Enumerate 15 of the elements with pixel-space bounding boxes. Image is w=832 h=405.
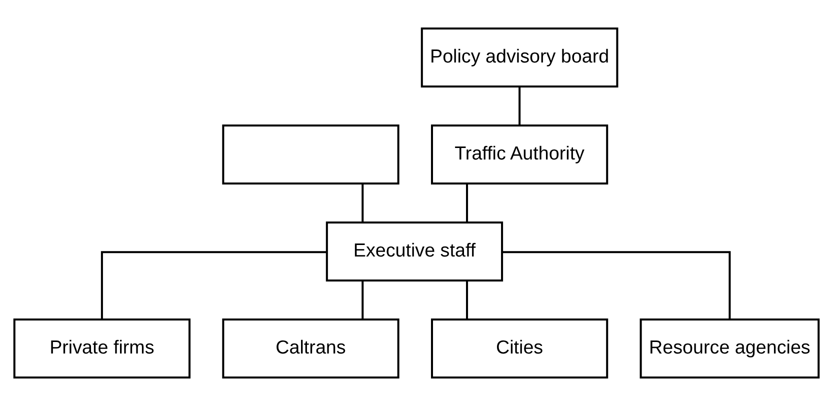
connector (361, 280, 364, 319)
connector (361, 183, 364, 222)
connector (518, 86, 520, 125)
connector (100, 250, 326, 319)
node-box: Caltrans (222, 318, 399, 378)
node-box (222, 124, 399, 184)
connector (502, 250, 730, 319)
node-box: Traffic Authority (430, 124, 608, 184)
connector (466, 280, 468, 319)
node-box: Cities (430, 318, 608, 378)
node-box: Executive staff (325, 221, 503, 281)
node-box: Policy advisory board (420, 27, 618, 87)
connector (466, 183, 468, 222)
node-box: Private firms (12, 318, 190, 378)
node-box: Resource agencies (639, 318, 820, 378)
